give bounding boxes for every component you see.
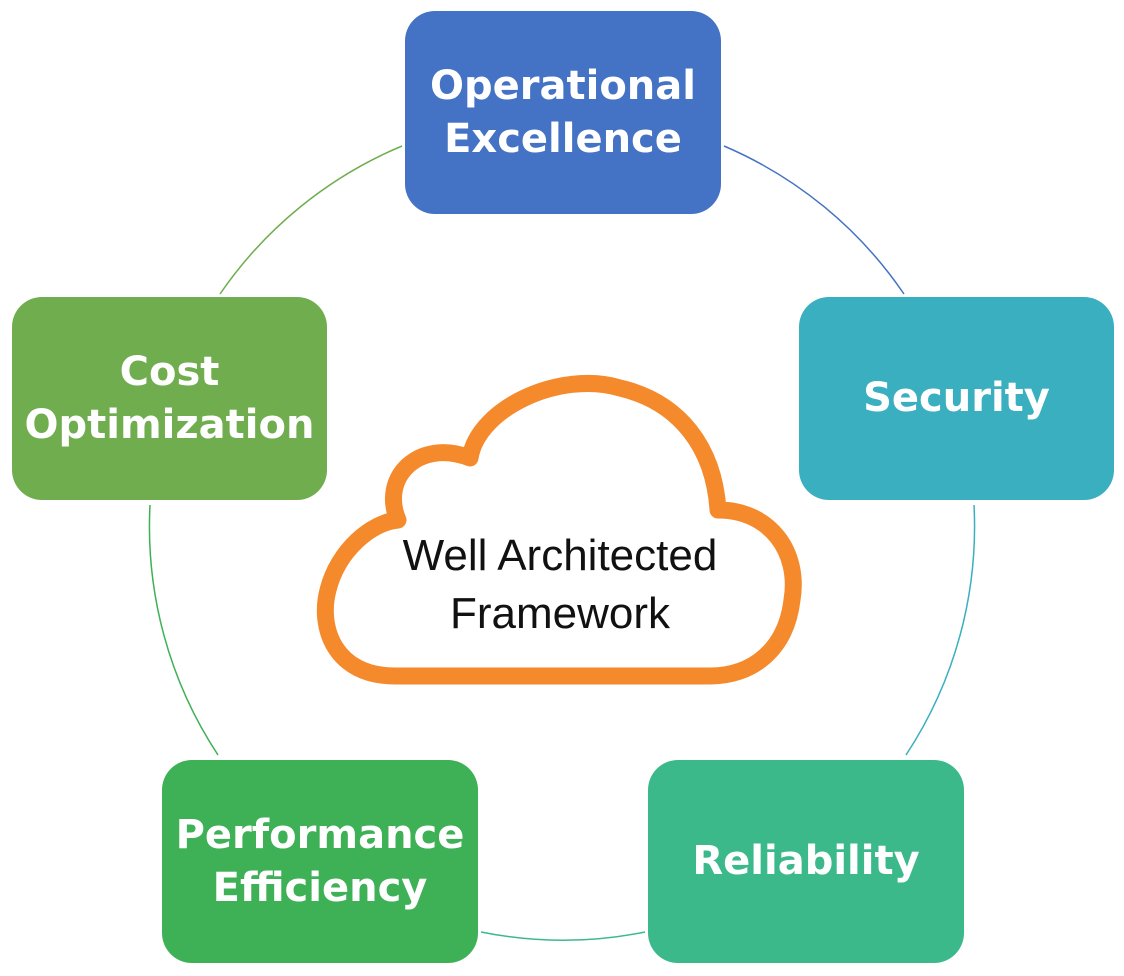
pillar-security: Security: [799, 297, 1114, 500]
connector-arc-security-reliability: [905, 504, 976, 756]
center-label: Well Architected Framework: [402, 531, 718, 638]
connector-arc-reliability-performance: [480, 931, 646, 941]
pillar-reliability: Reliability: [648, 760, 964, 963]
connector-arc-operational-security: [723, 145, 905, 295]
pillar-cost-optimization: Cost Optimization: [12, 297, 327, 500]
connector-arc-cost-operational: [219, 145, 403, 295]
connector-arc-performance-cost: [148, 504, 219, 756]
pillar-performance-efficiency: Performance Efficiency: [162, 760, 478, 963]
cloud-icon: [316, 375, 802, 685]
pillar-operational-excellence: Operational Excellence: [405, 11, 721, 214]
